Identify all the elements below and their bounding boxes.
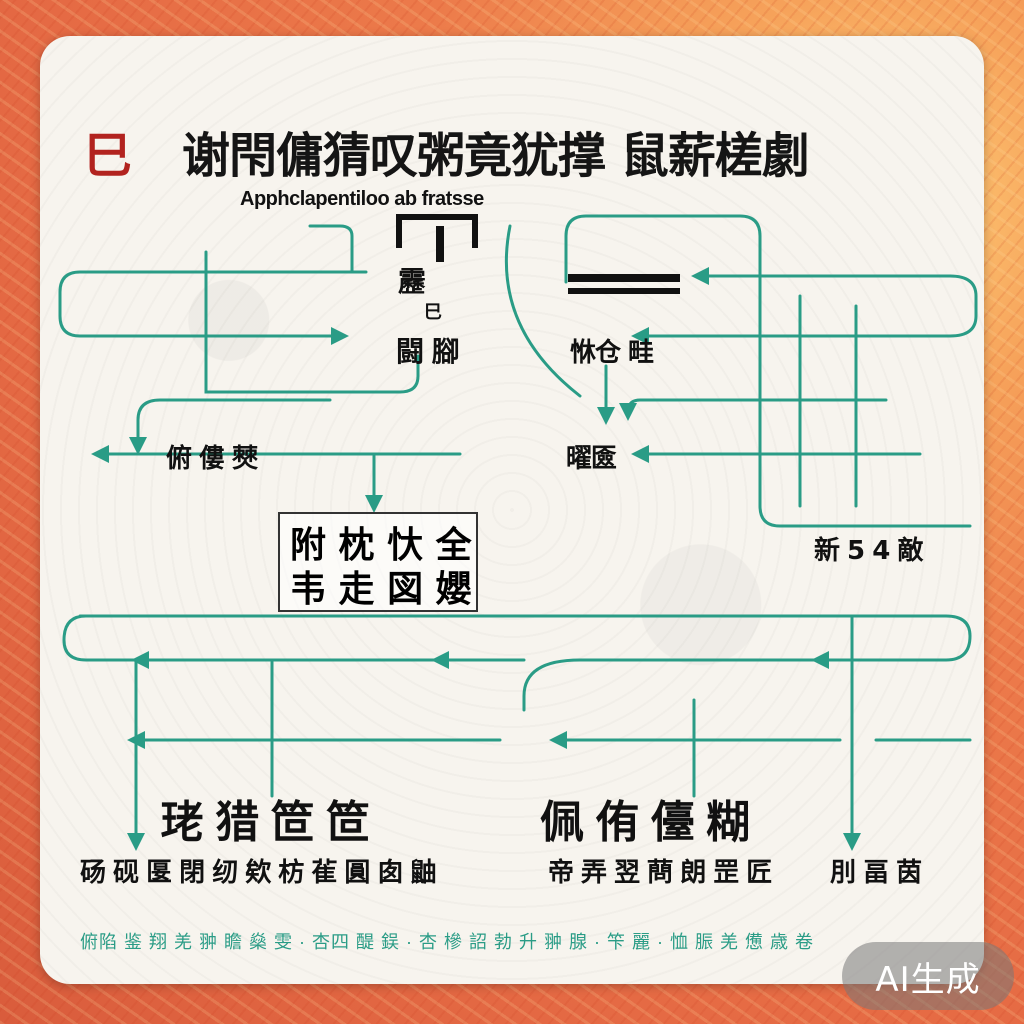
connector-center-curve bbox=[504, 224, 582, 398]
diagram-card: 巳 谢閇傭猜叹粥竟犹撑 鼠薪槎劇 Apphclapentiloo ab frat… bbox=[40, 36, 984, 984]
label-bottom-right-row: 刖 畐 茵 bbox=[830, 858, 922, 888]
connector-left-loop bbox=[58, 270, 368, 345]
connector-left-inner bbox=[204, 250, 420, 394]
label-mid-left: 俯 僂 僰 bbox=[166, 444, 258, 474]
top-left-bracket-stem bbox=[436, 226, 444, 262]
label-mid-right: 曜匳 bbox=[566, 444, 617, 474]
label-top-left-small: 巳 bbox=[424, 302, 442, 322]
label-top-right-pair: 恘仓 畦 bbox=[570, 338, 654, 368]
connector-left-bottom bbox=[129, 398, 332, 455]
top-right-bar bbox=[568, 274, 680, 282]
subtitle: Apphclapentiloo ab fratsse bbox=[240, 188, 484, 210]
label-top-left-head: 靂 bbox=[398, 265, 426, 298]
center-box-line2: 韦 走 図 孆 bbox=[290, 569, 472, 610]
connector-right-side bbox=[631, 274, 978, 345]
center-box: 附 枕 忕 全 韦 走 図 孆 bbox=[278, 512, 478, 612]
label-bottom-left-big: 珯 猎 笸 笸 bbox=[160, 797, 370, 848]
title-accent-char: 巳 bbox=[84, 128, 132, 184]
label-top-left-pair: 闘 腳 bbox=[396, 335, 460, 368]
label-bottom-right-big: 佩 侑 儓 糊 bbox=[540, 797, 750, 848]
page-title: 谢閇傭猜叹粥竟犹撑 鼠薪槎劇 bbox=[182, 128, 810, 184]
connector-left-upper bbox=[308, 224, 354, 274]
connector-diagram bbox=[58, 214, 978, 851]
connector-right-mid bbox=[619, 398, 888, 421]
label-bottom-left-row: 砀 砚 匽 閉 纫 欸 枋 雈 圓 囱 鼬 bbox=[80, 858, 437, 888]
ai-generated-badge: AI生成 bbox=[842, 942, 1014, 1010]
top-left-bracket-mark bbox=[396, 214, 478, 248]
card-pattern bbox=[40, 36, 984, 984]
label-bottom-mid-row: 帝 弄 翌 蔄 朗 罡 匠 bbox=[548, 858, 772, 888]
connector-main-loop bbox=[62, 614, 972, 712]
center-box-line1: 附 枕 忕 全 bbox=[290, 525, 472, 566]
connector-right-loop bbox=[564, 214, 972, 528]
footer-note: 俯陷 鉴 翔 羌 翀 瞻 燊 雯 · 杏四 醍 鋘 · 杏 槮 詔 勃 升 翀 … bbox=[80, 932, 815, 952]
top-right-bar-2 bbox=[568, 288, 680, 294]
label-right-side: 新 5 4 敵 bbox=[814, 536, 923, 566]
